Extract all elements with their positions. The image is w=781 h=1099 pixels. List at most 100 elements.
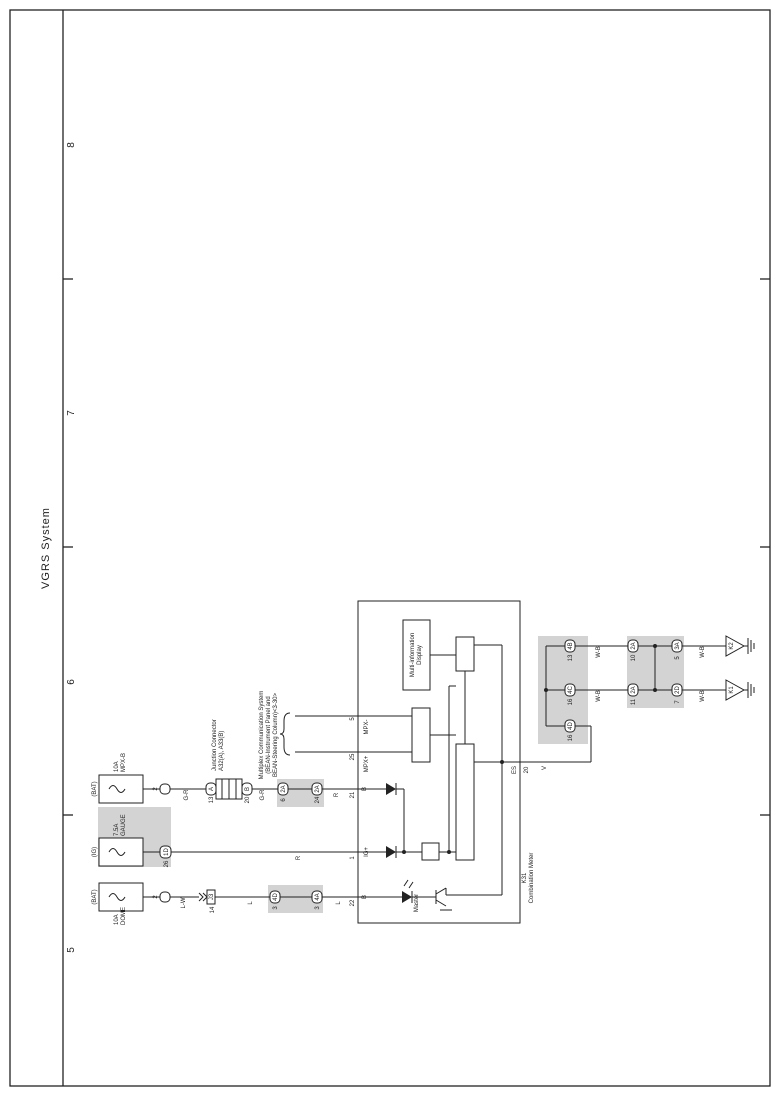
meter-pin-mpx-minus: MPX- (364, 719, 370, 734)
meter-pin-mpx-plus: MPX+ (364, 755, 370, 772)
regulator-box (421, 842, 440, 861)
wire-color-l1: L (248, 901, 254, 905)
meter-pin-num: 20 (524, 766, 530, 773)
meter-pin-num: 25 (350, 753, 356, 760)
wire-color-wb2: W-B (596, 646, 602, 658)
display-driver (455, 636, 475, 672)
display-label-2: Display (417, 645, 423, 665)
connector-g4-num: 10 (631, 654, 637, 661)
diode-icon (386, 846, 396, 858)
mpxb-name: MPX-B (121, 753, 127, 772)
ground-k1-label: K1 (729, 686, 735, 694)
junction-a-num: 13 (209, 796, 215, 803)
master-label: Master (414, 894, 420, 912)
junction-dot (653, 644, 657, 648)
connector-c7-num: 24 (315, 796, 321, 803)
fuse-element-icon (108, 893, 126, 901)
junction-dot (447, 850, 451, 854)
connector-g4-label: 2A (631, 642, 637, 649)
dome-name: DOME (121, 907, 127, 925)
diode-icon (386, 783, 396, 795)
junction-b-num: 20 (245, 796, 251, 803)
connector-c5-num: 3 (315, 906, 321, 910)
fuse-element-icon (108, 848, 126, 856)
grid-number-7: 7 (66, 410, 77, 416)
meter-pin-num: 22 (350, 899, 356, 906)
multiplex-line-1: Multiplex Communication System (259, 691, 265, 780)
connector-c4-num: 3 (273, 906, 279, 910)
wire-color-v: V (542, 766, 548, 770)
ground-point-k2 (725, 635, 746, 657)
meter-cpu (455, 743, 475, 861)
multi-information-display (402, 619, 431, 691)
gauge-power: (IG) (92, 847, 98, 857)
gauge-fuse (98, 837, 144, 867)
gauge-name: GAUGE (121, 814, 127, 836)
wire-color-wb4: W-B (700, 646, 706, 658)
grid-number-5: 5 (66, 947, 77, 953)
display-label-1: Multi-information (410, 633, 416, 677)
meter-pin-num: 21 (350, 791, 356, 798)
meter-name: Combination Meter (529, 853, 535, 904)
led-icon (402, 891, 412, 903)
connector-g7-label: 2D (675, 685, 681, 693)
connector-g6-num: 5 (675, 656, 681, 660)
junction-b-label: B (245, 787, 251, 791)
connector-g5-label: 2A (631, 686, 637, 693)
connector-c1 (159, 891, 171, 903)
junction-label-2: A32(A), A33(B) (219, 731, 225, 771)
wire-color-r2: R (334, 792, 340, 797)
ground-k2-label: K2 (729, 642, 735, 650)
connector-g3-label: 4D (568, 721, 574, 729)
meter-pin-num: 1 (350, 856, 356, 860)
connector-j3-num: 14 (210, 906, 216, 913)
connector-g1-num: 13 (568, 654, 574, 661)
wire-color-gr2: G-R (260, 789, 266, 801)
wire-color-wb3: W-B (700, 690, 706, 702)
connector-c3 (159, 783, 171, 795)
wire-color-lw: L-W (181, 897, 187, 908)
junction-dot (544, 688, 548, 692)
brace-icon (279, 712, 291, 756)
connector-g1-label: 4B (568, 642, 574, 649)
page-frame (9, 9, 771, 1087)
junction-dot (500, 760, 504, 764)
junction-label-1: Junction Connector (212, 719, 218, 771)
light-rays-icon (403, 879, 414, 889)
connector-g3-num: 16 (568, 734, 574, 741)
connector-g2-label: 4C (568, 685, 574, 693)
transistor-emitter (435, 899, 447, 907)
mpxb-power: (BAT) (92, 781, 98, 796)
dome-power: (BAT) (92, 889, 98, 904)
connector-g7-num: 7 (675, 700, 681, 704)
junction-dot (653, 688, 657, 692)
ground-point-k1 (725, 679, 746, 701)
connector-c6-num: 6 (281, 798, 287, 802)
meter-pin-num: 5 (350, 717, 356, 721)
pin-number: 2 (153, 787, 159, 791)
multiplex-ic (411, 707, 431, 763)
wire-color-l2: L (336, 901, 342, 905)
wire-color-gr1: G-R (184, 789, 190, 801)
connector-g5-num: 11 (631, 698, 637, 705)
connector-chevron-icon (198, 892, 208, 902)
pin-number: 2 (153, 895, 159, 899)
connector-g6-label: 3A (675, 642, 681, 649)
connector-c6-label: 2A (281, 785, 287, 792)
connector-c2-num: 26 (164, 860, 170, 867)
multiplex-line-3: BEAN-Steering Column)<3-30> (273, 692, 279, 777)
connector-c4-label: 4D (273, 892, 279, 900)
mpxb-rating: 10A (114, 761, 120, 772)
connector-g2-num: 16 (568, 698, 574, 705)
meter-id: K31 (522, 872, 528, 883)
connector-j3-label: J3 (209, 893, 215, 900)
connector-c5-label: 4A (315, 893, 321, 900)
junction-a-label: A (209, 787, 215, 791)
meter-pin-es: ES (512, 766, 518, 774)
wire-color-wb1: W-B (596, 690, 602, 702)
grid-number-8: 8 (66, 142, 77, 148)
connector-c2-label: 1D (164, 847, 170, 855)
gauge-rating: 7.5A (114, 824, 120, 836)
